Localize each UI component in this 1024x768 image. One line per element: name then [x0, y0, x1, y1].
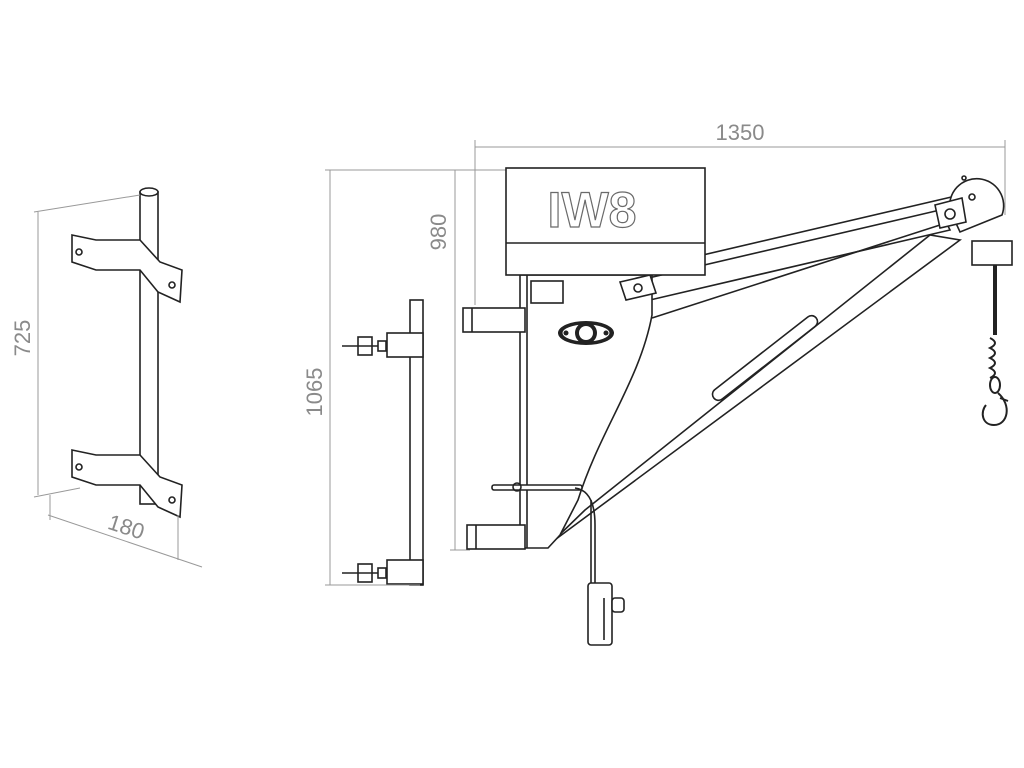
dim-980: 980 [426, 214, 451, 251]
hoist-block [971, 240, 1013, 266]
dim-180: 180 [105, 509, 148, 544]
wall-pole-view: 725 180 [10, 187, 203, 568]
bearing [558, 321, 614, 345]
lower-bracket [71, 449, 183, 519]
motor-box [505, 167, 706, 276]
hook [981, 337, 1009, 427]
crane-view: 1350 980 IW8 [426, 120, 1013, 646]
column-plate [519, 274, 653, 549]
bracket-side-view: 1065 [302, 169, 500, 586]
upper-bracket [71, 234, 183, 304]
pole-top [139, 187, 159, 197]
dim-1065: 1065 [302, 368, 327, 417]
dim-725: 725 [10, 320, 35, 357]
logo: IW8 [548, 182, 637, 238]
pendant-control [587, 582, 613, 646]
dim-1350: 1350 [716, 120, 765, 145]
